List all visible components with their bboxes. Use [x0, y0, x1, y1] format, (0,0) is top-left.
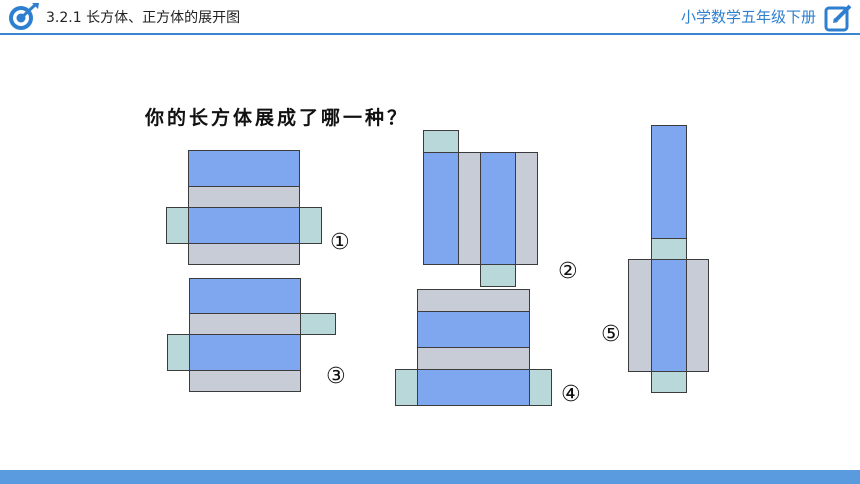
net-face — [529, 369, 552, 406]
target-logo-icon — [9, 3, 39, 30]
lesson-title: 3.2.1 长方体、正方体的展开图 — [46, 10, 241, 26]
net-face — [651, 371, 687, 393]
net-face — [628, 259, 652, 372]
question-text: 你的长方体展成了哪一种？ — [145, 107, 410, 129]
net-face — [651, 125, 687, 239]
net-face — [686, 259, 709, 372]
net-face — [300, 313, 336, 335]
net-face — [417, 369, 530, 406]
net-face — [188, 150, 300, 187]
net-label: ② — [558, 259, 578, 284]
net-face — [651, 238, 687, 260]
net-face — [167, 334, 190, 371]
net-face — [458, 152, 481, 265]
net-face — [515, 152, 538, 265]
footer-bar — [0, 470, 860, 484]
net-label: ④ — [561, 382, 581, 407]
net-face — [188, 207, 300, 244]
net-face — [299, 207, 322, 244]
net-face — [417, 289, 530, 312]
net-face — [417, 311, 530, 348]
edit-note-icon[interactable] — [823, 3, 853, 33]
net-face — [189, 334, 301, 371]
header-divider — [0, 33, 860, 35]
net-face — [480, 152, 516, 265]
net-face — [417, 347, 530, 370]
book-title: 小学数学五年级下册 — [680, 8, 816, 26]
net-face — [189, 313, 301, 335]
net-face — [189, 370, 301, 392]
net-face — [651, 259, 687, 372]
net-face — [188, 243, 300, 265]
net-face — [423, 130, 459, 153]
net-face — [480, 264, 516, 287]
header: 3.2.1 长方体、正方体的展开图 小学数学五年级下册 — [0, 0, 860, 36]
net-face — [423, 152, 459, 265]
net-label: ⑤ — [601, 322, 621, 347]
net-face — [166, 207, 189, 244]
net-label: ① — [330, 230, 350, 255]
net-face — [189, 278, 301, 314]
net-label: ③ — [326, 364, 346, 389]
net-face — [395, 369, 418, 406]
net-face — [188, 186, 300, 208]
